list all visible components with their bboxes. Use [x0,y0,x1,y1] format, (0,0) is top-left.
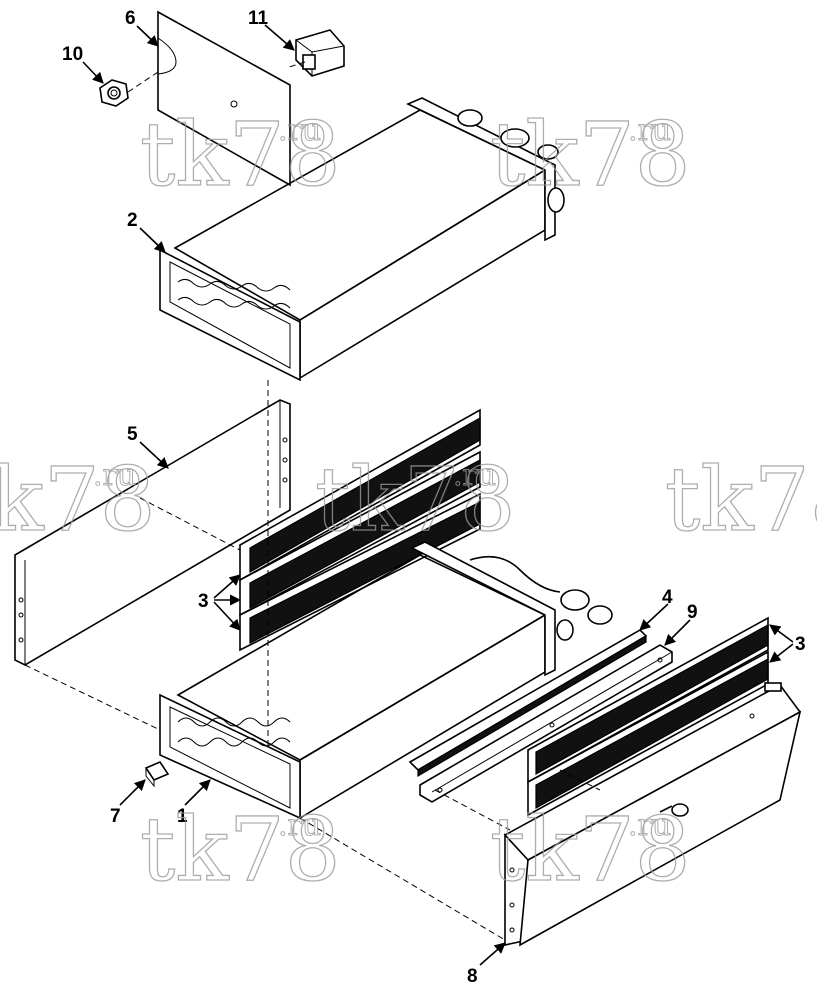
nut-part-10 [99,71,159,107]
side-panel-part-5 [14,399,291,666]
leader-arrows [82,24,794,966]
callout-8: 8 [467,966,478,987]
watermark-7: tk78 .ru [489,797,691,901]
lower-coil-fittings [469,555,613,641]
callout-3-upper: 3 [198,591,209,612]
angle-strip-part-4 [408,629,648,778]
assembly-lines [24,380,601,941]
upper-coil-part-2 [159,97,565,382]
watermarks: tk78 .ru tk78 .ru tk78 .ru tk78 .ru tk78… [0,102,817,901]
svg-text:.ru: .ru [93,458,136,493]
svg-text:tk78: tk78 [315,448,516,551]
callout-10: 10 [62,44,83,65]
bottom-tray-part-8 [503,682,802,947]
callout-5: 5 [127,424,138,445]
svg-text:tk78: tk78 [490,103,691,206]
callout-7: 7 [110,806,121,827]
svg-text:tk78: tk78 [665,448,817,551]
watermark-1: tk78 .ru [139,102,341,206]
watermark-4: tk78 .ru [314,447,516,551]
callout-6: 6 [125,8,136,29]
svg-text:.ru: .ru [278,808,321,843]
svg-text:tk78: tk78 [0,448,156,551]
svg-text:.ru: .ru [628,113,671,148]
callout-labels: 6 11 10 2 5 3 4 9 3 7 1 8 [62,8,806,987]
watermark-3: tk78 .ru [0,447,156,551]
callout-4: 4 [662,587,673,608]
watermark-6: tk78 .ru [139,797,341,901]
mounting-plate-part-6 [157,10,291,187]
clip-part-7 [144,761,170,788]
svg-text:tk78: tk78 [140,798,341,901]
callout-11: 11 [248,8,269,29]
seal-strips-lower-part-3 [527,616,769,817]
seal-strips-part-3 [239,408,481,652]
switch-part-11 [285,29,345,77]
upper-coil-fittings [457,109,565,213]
callout-1: 1 [177,806,188,827]
svg-text:.ru: .ru [453,458,496,493]
lower-coil-part-1 [159,541,613,820]
svg-text:.ru: .ru [628,808,671,843]
svg-text:tk78: tk78 [490,798,691,901]
callout-2: 2 [127,210,138,231]
svg-text:tk78: tk78 [140,103,341,206]
svg-text:.ru: .ru [278,113,321,148]
watermark-2: tk78 .ru [489,102,691,206]
watermark-5: tk78 [664,447,817,551]
channel-bracket-part-9 [419,644,673,803]
upper-coil-tubes [177,278,291,310]
callout-3-lower: 3 [795,634,806,655]
callout-9: 9 [687,602,698,623]
lower-coil-tubes [177,717,291,747]
